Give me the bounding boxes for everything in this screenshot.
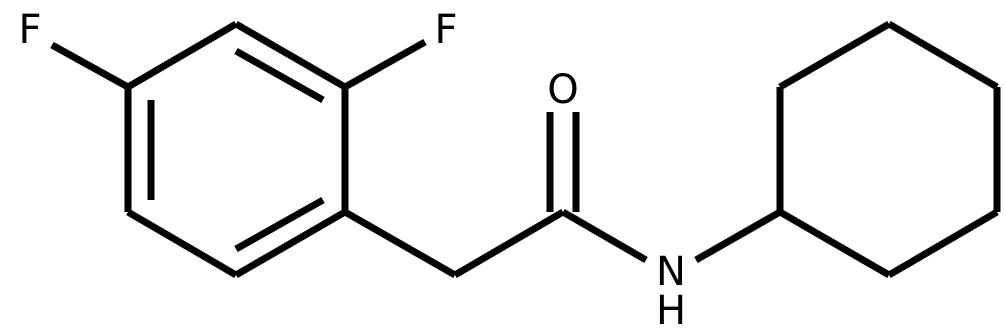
ring-inner-double-bond-2 — [234, 196, 325, 253]
bond-ring-ch2 — [343, 208, 457, 279]
bond-carbonyl-n — [561, 208, 648, 264]
cyclohexyl-ring — [776, 20, 1001, 279]
ring-bond-4 — [126, 208, 238, 279]
cyclohexyl-bond-3 — [887, 20, 999, 91]
ring-bond-3 — [234, 208, 347, 279]
atom-label-fluorine-ortho: F — [434, 7, 457, 53]
ring-inner-double-bond-1 — [234, 47, 325, 104]
bond-c-f-ortho — [343, 38, 427, 91]
bond-ch2-carbonyl — [453, 208, 565, 279]
atom-label-oxygen: O — [547, 67, 578, 113]
cyclohexyl-bond-5 — [887, 208, 999, 279]
ring-bond-6 — [126, 20, 238, 91]
bond-c-f-left — [50, 41, 130, 91]
cyclohexyl-bond-6 — [778, 208, 891, 279]
atom-label-nitrogen: N — [656, 249, 686, 295]
ring-bond-1 — [234, 20, 347, 91]
bond-n-cyclohexyl — [694, 208, 782, 264]
atom-label-fluorine-left: F — [18, 7, 41, 53]
atom-label-amide-hydrogen: H — [656, 288, 686, 334]
difluorophenyl-ring — [124, 20, 349, 279]
cyclohexyl-bond-2 — [778, 20, 891, 91]
